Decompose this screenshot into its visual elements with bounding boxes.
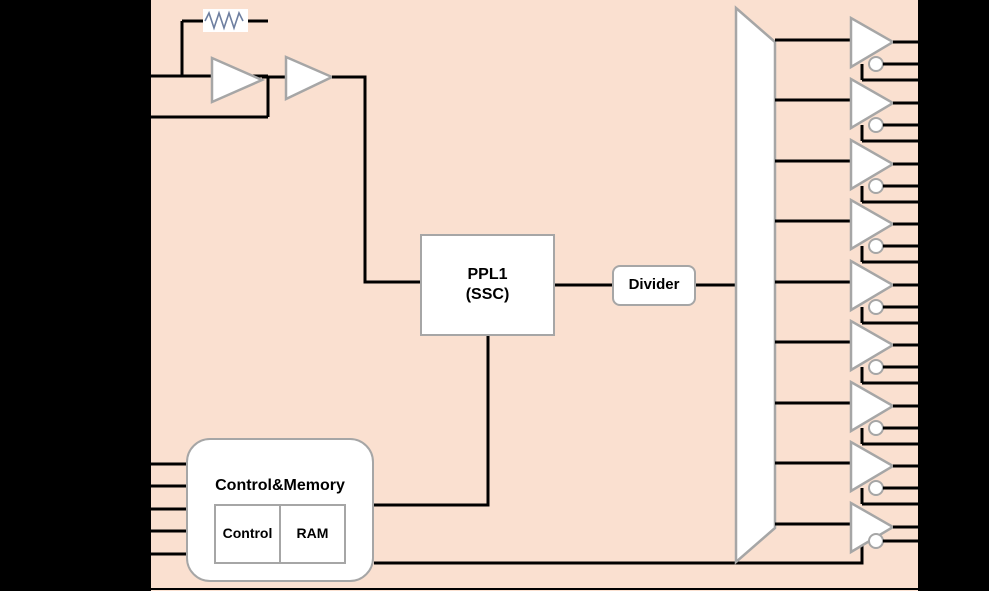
ram-subblock[interactable]: RAM — [279, 506, 344, 562]
output-buffer-8 — [775, 439, 918, 506]
output-buffer-3 — [775, 137, 918, 204]
output-buffer-6 — [775, 318, 918, 385]
oscillator-amplifier-2-icon — [284, 55, 336, 101]
pll-label-line2: (SSC) — [465, 286, 510, 303]
pll-to-control-wire — [374, 336, 490, 507]
control-memory-block[interactable]: Control&Memory Control RAM — [186, 438, 374, 582]
output-buffer-bank — [775, 15, 918, 555]
control-memory-input-wires — [151, 462, 190, 556]
divider-label: Divider — [628, 276, 680, 294]
output-buffer-7 — [775, 379, 918, 446]
pll-label-line1: PPL1 — [467, 266, 508, 283]
control-memory-subblocks: Control RAM — [214, 504, 346, 564]
divider-block[interactable]: Divider — [612, 265, 696, 306]
output-buffer-4 — [775, 197, 918, 264]
output-buffer-2 — [775, 76, 918, 143]
output-buffer-5 — [775, 258, 918, 325]
oscillator-amplifier-1-icon — [210, 56, 266, 104]
pll-block[interactable]: PPL1 (SSC) — [420, 234, 555, 336]
fanout-trapezoid — [734, 5, 777, 565]
output-buffer-9 — [775, 500, 918, 555]
amp2-to-pll-wire — [332, 75, 420, 284]
resistor-zigzag-icon — [203, 9, 248, 32]
control-subblock[interactable]: Control — [216, 506, 279, 562]
control-memory-output-bus — [374, 528, 864, 565]
output-buffer-1 — [775, 15, 918, 82]
control-memory-title: Control&Memory — [215, 477, 345, 494]
